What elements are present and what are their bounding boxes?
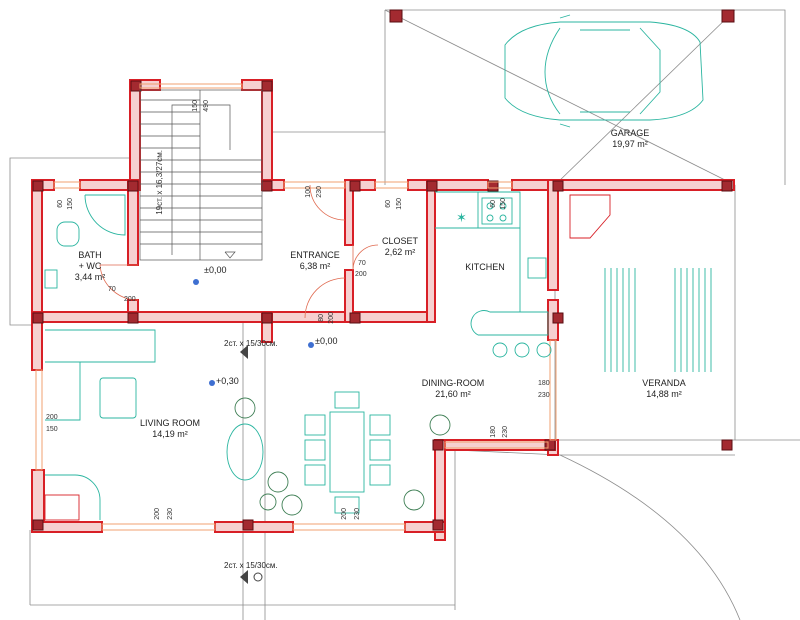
kitchen-name: KITCHEN xyxy=(465,262,505,272)
garage-area: 19,97 m² xyxy=(612,139,648,149)
room-label-dining: DINING-ROOM 21,60 m² xyxy=(415,378,491,400)
dim-entrance-door-200: 200 xyxy=(328,312,335,324)
room-label-bath: BATH + WC 3,44 m² xyxy=(70,250,110,283)
room-label-garage: GARAGE 19,97 m² xyxy=(600,128,660,150)
dim-bottom1-200: 200 xyxy=(154,508,161,520)
stair-note: 19ст. x 16,3/27см. xyxy=(155,150,164,215)
room-label-entrance: ENTRANCE 6,38 m² xyxy=(285,250,345,272)
dim-bottom2-200: 200 xyxy=(341,508,348,520)
closet-name: CLOSET xyxy=(381,236,418,246)
dim-living-win-200: 200 xyxy=(46,414,58,421)
level-living: +0,30 xyxy=(216,376,239,386)
dim-living-win-150: 150 xyxy=(46,426,58,433)
furniture xyxy=(44,14,712,521)
room-label-living: LIVING ROOM 14,19 m² xyxy=(135,418,205,440)
car-icon xyxy=(504,14,704,128)
doors xyxy=(99,184,379,319)
dining-area: 21,60 m² xyxy=(435,389,471,399)
closet-area: 2,62 m² xyxy=(384,247,416,257)
windows xyxy=(35,83,557,531)
dim-bottom1-230: 230 xyxy=(167,508,174,520)
room-label-veranda: VERANDA 14,88 m² xyxy=(634,378,694,400)
dim-dining-230: 230 xyxy=(502,426,509,438)
context-lines xyxy=(9,9,800,620)
dim-bottom2-230: 230 xyxy=(354,508,361,520)
dim-entrance-door-80: 80 xyxy=(318,314,325,322)
dim-closet-60: 60 xyxy=(385,200,392,208)
dim-veranda-230: 230 xyxy=(538,392,550,399)
dim-bath-door-70: 70 xyxy=(108,286,116,293)
entrance-name: ENTRANCE xyxy=(290,250,340,260)
bath-name-2: + WC xyxy=(78,261,102,271)
dim-entrance-100: 100 xyxy=(305,186,312,198)
dim-kitchen-150: 150 xyxy=(500,198,507,210)
garage-name: GARAGE xyxy=(610,128,650,138)
level-entrance: ±0,00 xyxy=(315,336,338,346)
bath-name: BATH xyxy=(78,250,102,260)
step-note-bottom: 2ст. x 15/30см. xyxy=(224,561,278,570)
living-name: LIVING ROOM xyxy=(139,418,200,428)
stairs xyxy=(139,89,263,261)
dim-closet-door-200: 200 xyxy=(355,271,367,278)
veranda-name: VERANDA xyxy=(642,378,686,388)
plants xyxy=(234,397,451,516)
step-note-top: 2ст. x 15/30см. xyxy=(224,339,278,348)
veranda-area: 14,88 m² xyxy=(646,389,682,399)
dim-dining-180: 180 xyxy=(490,426,497,438)
bath-area: 3,44 m² xyxy=(74,272,106,282)
room-label-closet: CLOSET 2,62 m² xyxy=(375,236,425,258)
dim-entrance-230: 230 xyxy=(316,186,323,198)
level-markers xyxy=(193,279,314,584)
entrance-area: 6,38 m² xyxy=(299,261,331,271)
dim-bath-door-200: 200 xyxy=(124,296,136,303)
dim-veranda-180: 180 xyxy=(538,380,550,387)
level-stair: ±0,00 xyxy=(204,265,227,275)
star-icon: ✶ xyxy=(456,211,467,226)
dining-name: DINING-ROOM xyxy=(421,378,485,388)
dim-stair-150: 150 xyxy=(192,100,199,112)
dim-bath-60: 60 xyxy=(57,200,64,208)
living-area: 14,19 m² xyxy=(152,429,188,439)
dim-bath-150: 150 xyxy=(67,198,74,210)
dim-stair-490: 490 xyxy=(203,100,210,112)
dim-closet-150: 150 xyxy=(396,198,403,210)
dim-closet-door-70: 70 xyxy=(358,260,366,267)
dim-kitchen-60: 60 xyxy=(490,200,497,208)
room-label-kitchen: KITCHEN xyxy=(460,262,510,273)
columns xyxy=(32,9,735,531)
